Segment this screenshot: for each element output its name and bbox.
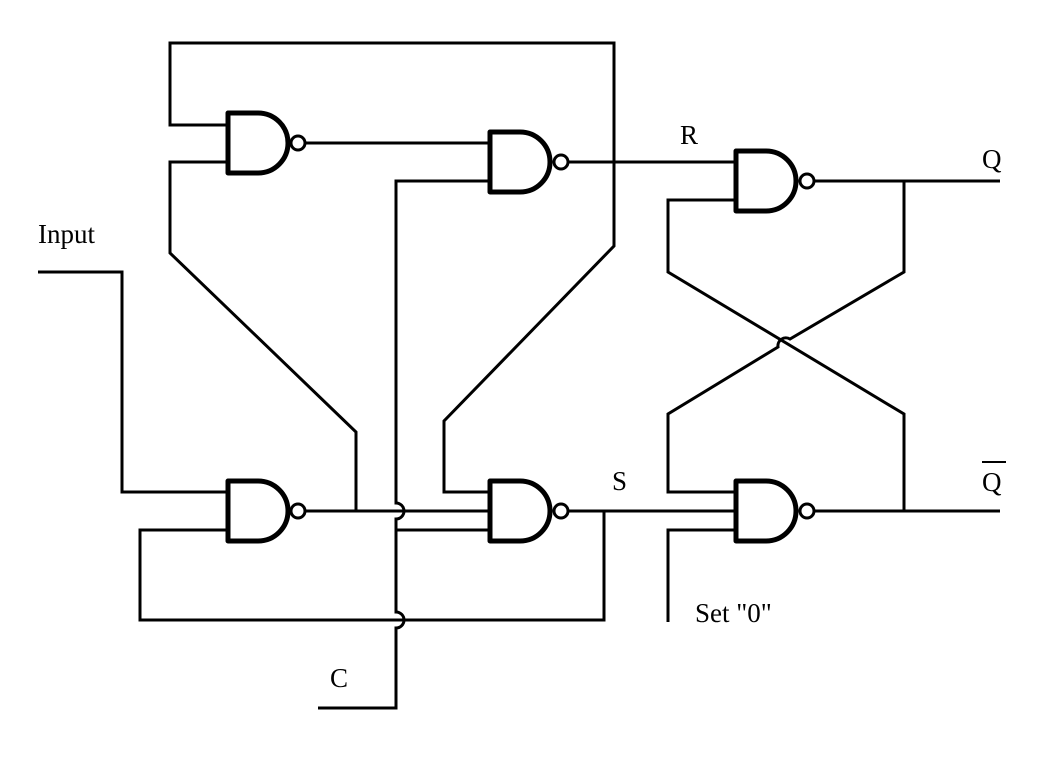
nand-gate-5 — [733, 148, 816, 214]
gates — [225, 110, 816, 544]
label-set-zero: Set "0" — [695, 598, 772, 628]
nand-gate-4 — [487, 478, 570, 544]
nand-gate-2 — [487, 129, 570, 195]
label-output-q-bar: Q — [982, 467, 1002, 497]
wire-top-feedback — [168, 41, 616, 494]
nand-gate-1 — [225, 110, 307, 176]
wire-g1-in2-to-g3-out — [168, 160, 358, 511]
wire-qbar-to-g5 — [666, 198, 906, 511]
wire-clock — [318, 179, 490, 710]
nand-gate-6 — [733, 478, 816, 544]
label-reset: R — [680, 120, 698, 150]
labels: Input C R S Q Q Set "0" — [38, 120, 1006, 693]
wires — [38, 41, 1000, 710]
wire-q-to-g6 — [666, 181, 906, 494]
label-clock: C — [330, 663, 348, 693]
label-input: Input — [38, 219, 95, 249]
label-set: S — [612, 466, 627, 496]
wire-input — [38, 270, 228, 494]
nand-gate-3 — [225, 478, 307, 544]
wire-bottom-feedback — [138, 511, 606, 622]
wire-g3-out-to-g4 — [306, 509, 490, 532]
wire-set-zero — [666, 528, 736, 622]
label-output-q: Q — [982, 144, 1002, 174]
